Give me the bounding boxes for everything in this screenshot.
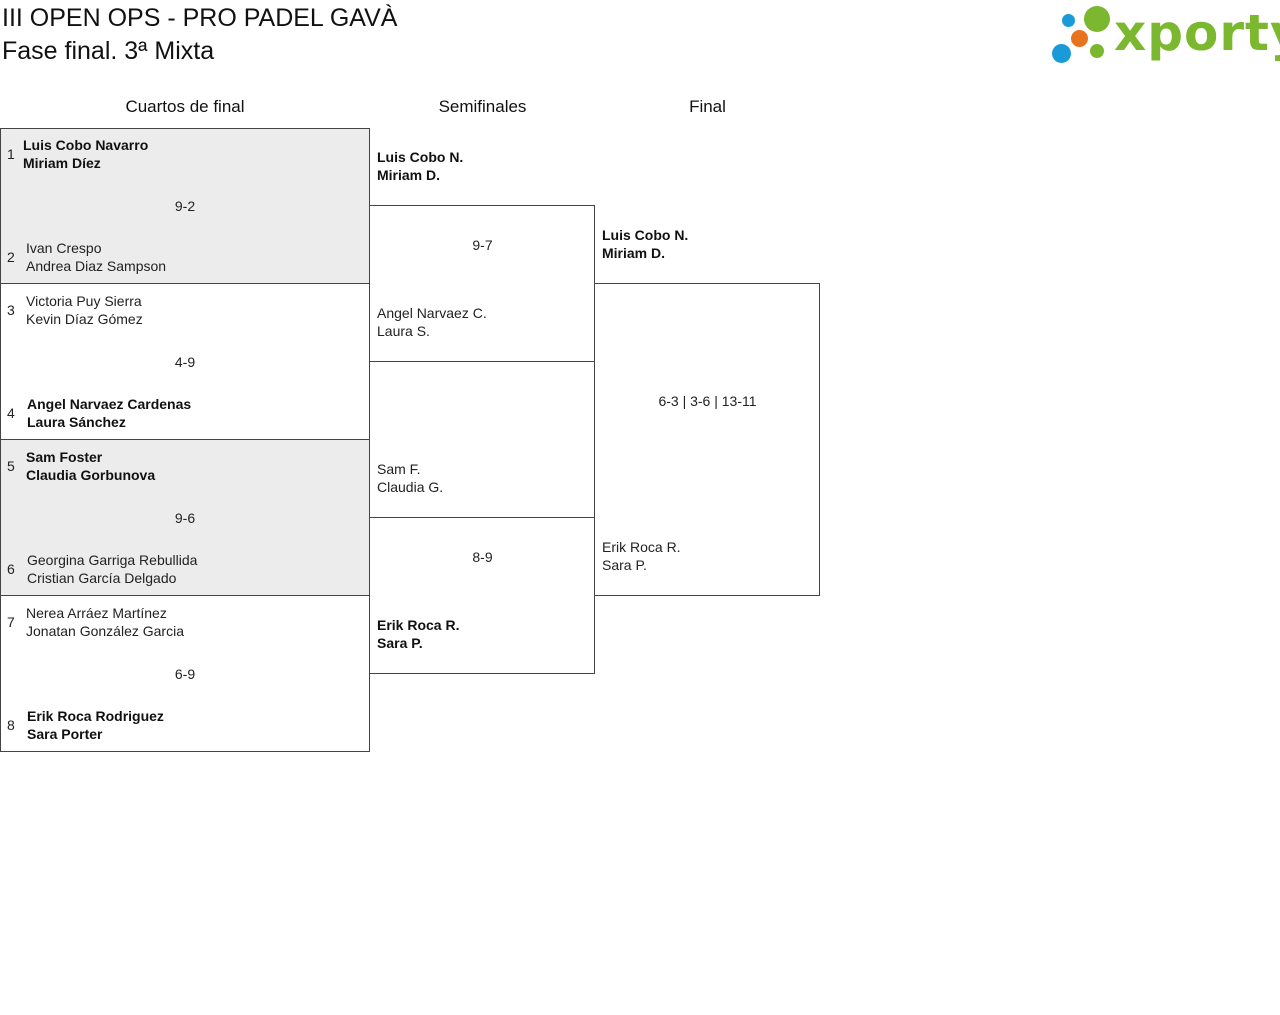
logo-dot-blue-small xyxy=(1062,14,1075,27)
team-entry: Victoria Puy Sierra Kevin Díaz Gómez xyxy=(26,292,143,328)
player-name: Ivan Crespo xyxy=(26,240,102,256)
logo-dot-blue-large xyxy=(1052,44,1071,63)
player-name: Miriam D. xyxy=(377,167,441,183)
team-entry: Erik Roca R. Sara P. xyxy=(377,616,459,652)
player-name: Erik Roca R. xyxy=(602,539,681,555)
team-entry: Nerea Arráez Martínez Jonatan González G… xyxy=(26,604,184,640)
team-entry: Angel Narvaez C. Laura S. xyxy=(377,304,487,340)
team-entry: Erik Roca Rodriguez Sara Porter xyxy=(27,707,164,743)
team-entry: Luis Cobo Navarro Miriam Díez xyxy=(23,136,148,172)
player-name: Nerea Arráez Martínez xyxy=(26,605,167,621)
player-name: Miriam D. xyxy=(602,245,666,261)
player-name: Claudia G. xyxy=(377,479,444,495)
xporty-logo: xporty xyxy=(1050,4,1280,68)
match-score: 8-9 xyxy=(472,549,493,565)
seed-number: 2 xyxy=(7,249,15,265)
logo-wordmark: xporty xyxy=(1114,4,1280,62)
player-name: Angel Narvaez C. xyxy=(377,305,487,321)
logo-dot-orange xyxy=(1071,30,1088,47)
quarterfinal-match-3 xyxy=(0,439,370,596)
seed-number: 4 xyxy=(7,405,15,421)
player-name: Miriam Díez xyxy=(23,155,101,171)
player-name: Sam Foster xyxy=(26,449,103,465)
page-title: III OPEN OPS - PRO PADEL GAVÀ xyxy=(2,4,398,32)
player-name: Angel Narvaez Cardenas xyxy=(27,396,192,412)
player-name: Jonatan González Garcia xyxy=(26,623,184,639)
match-score: 9-6 xyxy=(174,510,196,526)
match-score: 9-2 xyxy=(174,198,196,214)
team-entry: Erik Roca R. Sara P. xyxy=(602,538,681,574)
team-entry: Sam F. Claudia G. xyxy=(377,460,443,496)
final-match xyxy=(594,283,820,596)
team-entry: Angel Narvaez Cardenas Laura Sánchez xyxy=(27,395,191,431)
player-name: Victoria Puy Sierra xyxy=(26,293,142,309)
match-score: 4-9 xyxy=(174,354,196,370)
player-name: Erik Roca Rodriguez xyxy=(27,708,164,724)
seed-number: 8 xyxy=(7,717,15,733)
round-header-quarterfinals: Cuartos de final xyxy=(125,97,245,116)
player-name: Claudia Gorbunova xyxy=(26,467,156,483)
seed-number: 7 xyxy=(7,614,15,630)
player-name: Luis Cobo Navarro xyxy=(23,137,149,153)
logo-dot-green-small xyxy=(1090,44,1104,58)
team-entry: Ivan Crespo Andrea Diaz Sampson xyxy=(26,239,166,275)
quarterfinal-match-1 xyxy=(0,128,370,284)
player-name: Georgina Garriga Rebullida xyxy=(27,552,198,568)
team-entry: Luis Cobo N. Miriam D. xyxy=(602,226,688,262)
team-entry: Luis Cobo N. Miriam D. xyxy=(377,148,463,184)
team-entry: Georgina Garriga Rebullida Cristian Garc… xyxy=(27,551,197,587)
match-score: 9-7 xyxy=(472,237,493,253)
player-name: Luis Cobo N. xyxy=(377,149,464,165)
round-header-final: Final xyxy=(689,97,726,116)
seed-number: 5 xyxy=(7,458,15,474)
player-name: Cristian García Delgado xyxy=(27,570,177,586)
seed-number: 6 xyxy=(7,561,15,577)
player-name: Kevin Díaz Gómez xyxy=(26,311,143,327)
team-entry: Sam Foster Claudia Gorbunova xyxy=(26,448,155,484)
player-name: Laura S. xyxy=(377,323,430,339)
player-name: Laura Sánchez xyxy=(27,414,126,430)
round-header-semifinals: Semifinales xyxy=(438,97,527,116)
seed-number: 3 xyxy=(7,302,15,318)
match-score: 6-3 | 3-6 | 13-11 xyxy=(658,393,757,409)
logo-dot-green-large xyxy=(1084,6,1110,32)
player-name: Sara P. xyxy=(602,557,647,573)
player-name: Luis Cobo N. xyxy=(602,227,689,243)
player-name: Erik Roca R. xyxy=(377,617,460,633)
player-name: Sara Porter xyxy=(27,726,103,742)
player-name: Andrea Diaz Sampson xyxy=(26,258,167,274)
match-score: 6-9 xyxy=(174,666,196,682)
page-subtitle: Fase final. 3ª Mixta xyxy=(2,37,215,65)
player-name: Sam F. xyxy=(377,461,421,477)
player-name: Sara P. xyxy=(377,635,423,651)
seed-number: 1 xyxy=(7,146,15,162)
